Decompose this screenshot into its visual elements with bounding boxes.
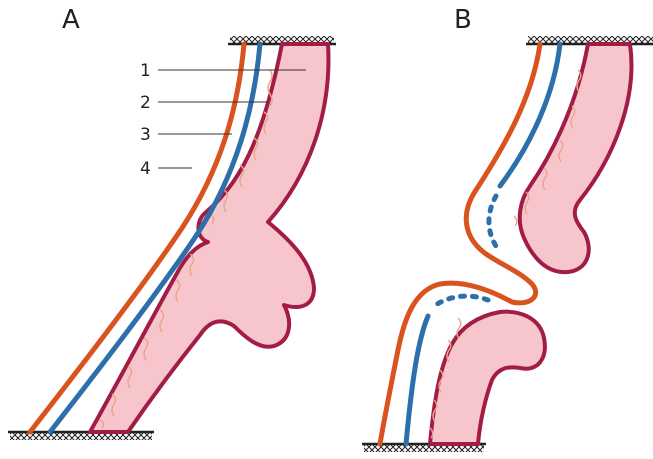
blue-layer-b-lower (406, 316, 428, 444)
lower-tissue-b (430, 312, 545, 444)
upper-tissue-b (520, 44, 632, 272)
panel-b-label: B (454, 5, 472, 35)
blue-layer-b-lower-dashed (434, 296, 488, 306)
panel-a: A (8, 5, 336, 440)
layer-label-3: 3 (140, 125, 151, 145)
layer-label-4: 4 (140, 159, 151, 179)
panel-a-label: A (62, 5, 80, 35)
panel-b: B (362, 5, 653, 452)
layer-label-1: 1 (140, 61, 151, 81)
blue-layer-b-upper-dashed (489, 196, 500, 252)
layer-label-2: 2 (140, 93, 151, 113)
